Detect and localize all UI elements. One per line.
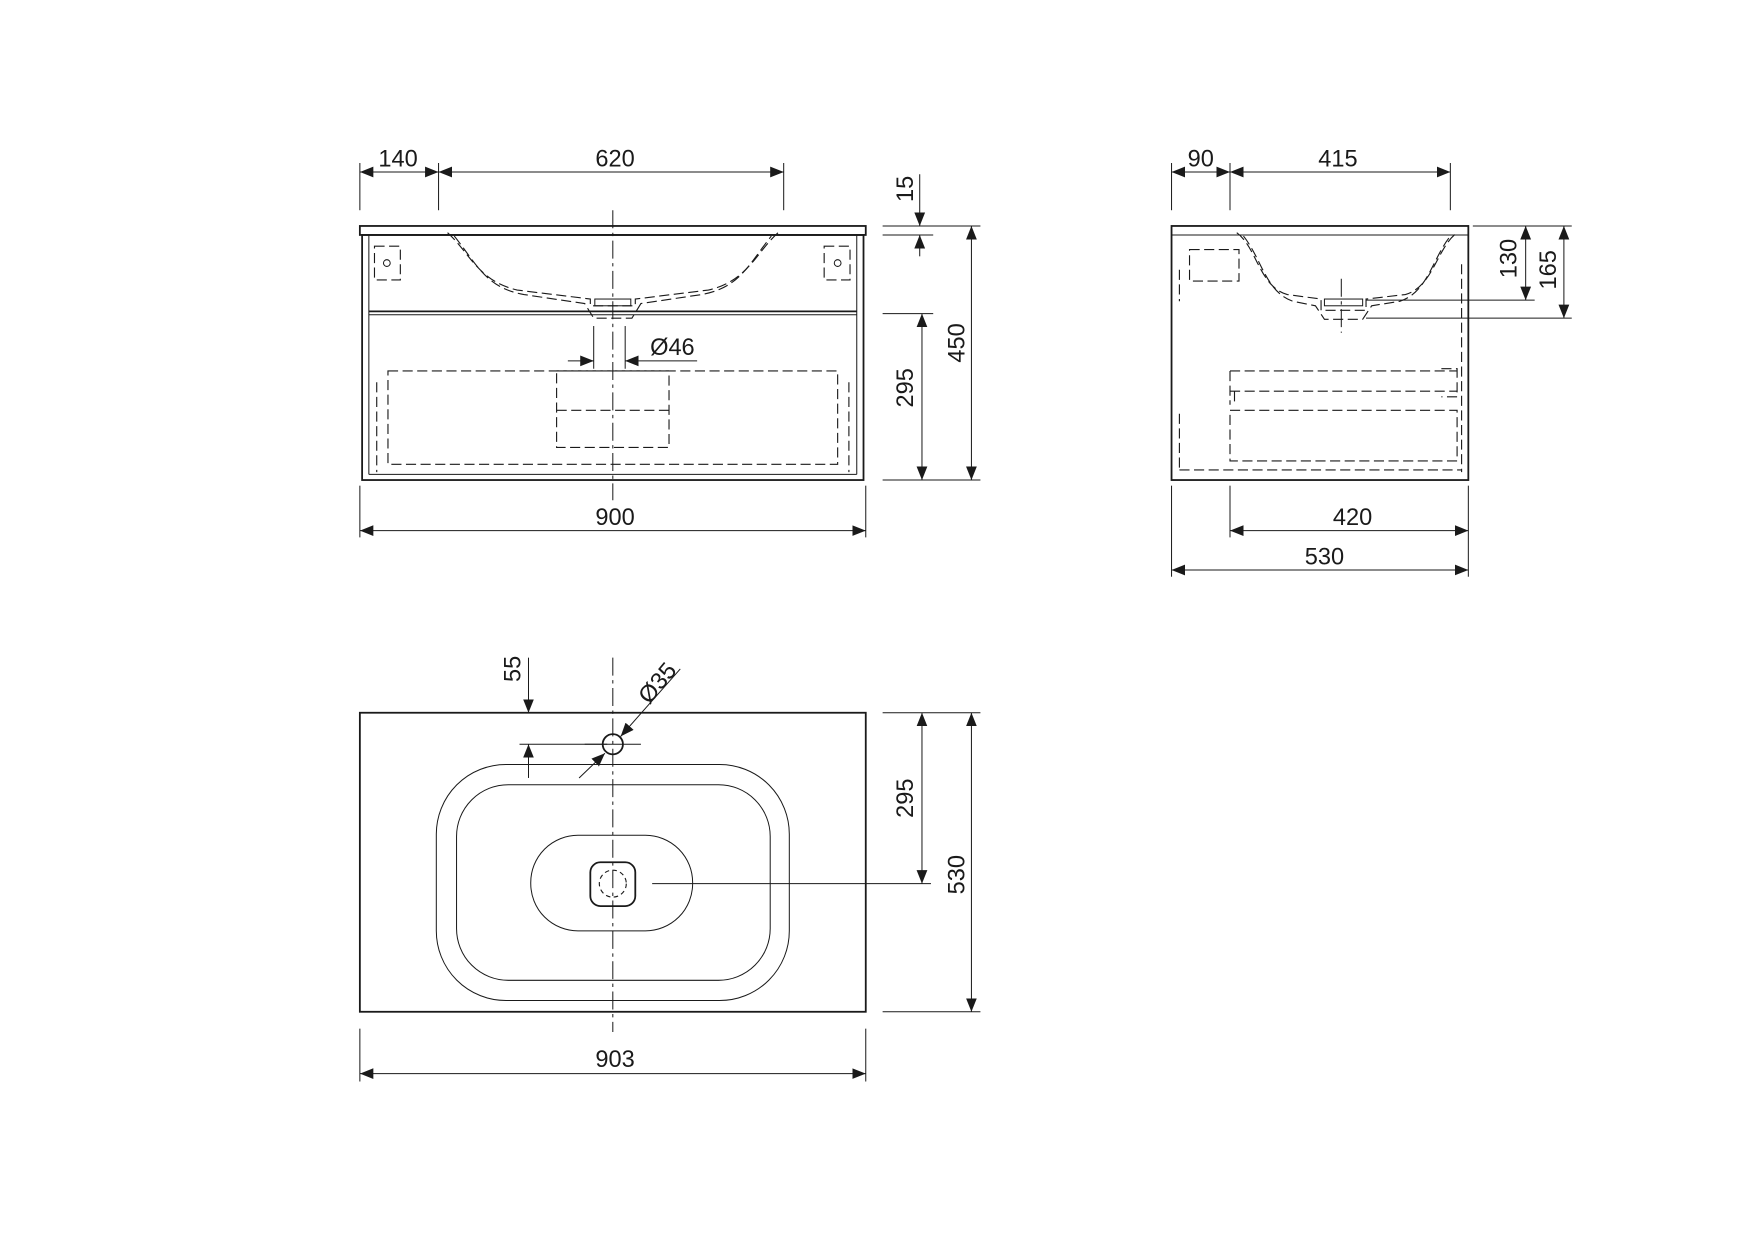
dim-drain-position: 295 — [893, 778, 919, 817]
dim-top-total-depth: 530 — [945, 855, 971, 894]
dim-drain-diameter: Ø46 — [650, 335, 695, 361]
basin-bottom — [530, 834, 694, 932]
dim-basin-depth: 415 — [1318, 146, 1357, 172]
cabinet-side — [1170, 225, 1470, 481]
side-view: 90 415 130 165 420 530 — [1170, 146, 1572, 577]
dim-basin-offset: 140 — [378, 146, 417, 172]
basin-side-profile — [1236, 232, 1458, 311]
wall-bracket-right — [823, 245, 851, 281]
dim-outlet-depth: 165 — [1536, 250, 1562, 289]
dim-drain-depth: 130 — [1497, 239, 1523, 278]
dim-top-total-width: 903 — [595, 1047, 634, 1073]
dim-top-thickness: 15 — [893, 176, 919, 202]
dim-drawer-depth: 420 — [1333, 505, 1372, 531]
dim-side-total-depth: 530 — [1305, 544, 1344, 570]
dim-total-width: 900 — [595, 505, 634, 531]
top-view: 55 Ø35 295 530 903 — [358, 656, 981, 1082]
front-view: 140 620 15 450 295 Ø46 900 — [358, 146, 981, 538]
siphon-cutout — [556, 370, 670, 448]
dim-total-height: 450 — [945, 323, 971, 362]
wall-bracket-left — [373, 245, 401, 281]
wall-bracket — [1188, 249, 1240, 282]
dim-tap-diameter: Ø35 — [634, 658, 683, 709]
dim-basin-width: 620 — [595, 146, 634, 172]
dim-tap-offset: 55 — [501, 656, 527, 682]
drawer-side — [1229, 409, 1458, 462]
dim-side-basin-offset: 90 — [1188, 146, 1214, 172]
dim-drain-height: 295 — [893, 368, 919, 407]
basin-inner-rim — [456, 784, 771, 981]
